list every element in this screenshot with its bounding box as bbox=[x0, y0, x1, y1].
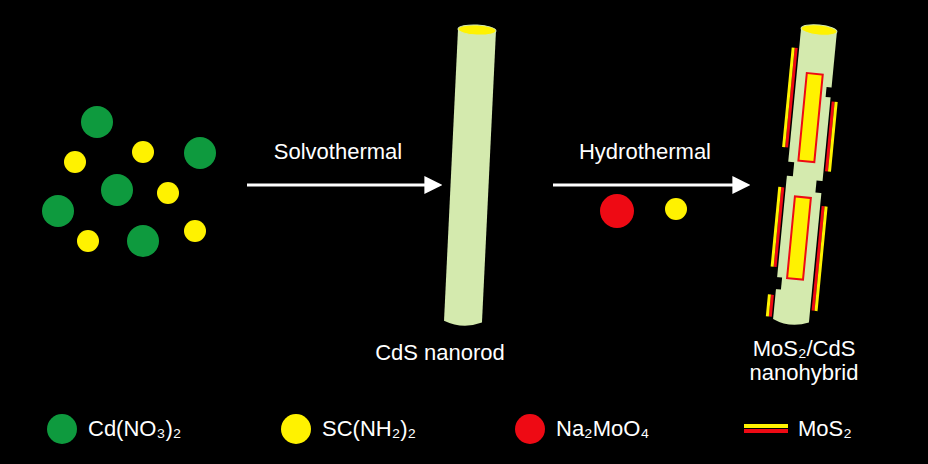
legend-text: Cd(NO₃)₂ bbox=[88, 417, 181, 441]
caption-label: MoS₂/CdS nanohybrid bbox=[739, 337, 869, 385]
legend-text: MoS₂ bbox=[798, 417, 852, 441]
legend-stripe bbox=[738, 412, 794, 446]
reagent-dot bbox=[600, 194, 634, 228]
process-arrow bbox=[553, 184, 736, 187]
reagent-dot bbox=[665, 198, 687, 220]
process-arrow bbox=[247, 184, 428, 187]
caption-label: Hydrothermal bbox=[545, 140, 745, 164]
precursor-mixture bbox=[42, 106, 216, 257]
caption-label: CdS nanorod bbox=[350, 341, 530, 365]
cds-nanorod bbox=[444, 24, 496, 326]
legend-text: SC(NH₂)₂ bbox=[322, 417, 416, 441]
caption-label: Solvothermal bbox=[238, 140, 438, 164]
legend-text: Na₂MoO₄ bbox=[556, 417, 649, 441]
mos2-cds-nanohybrid bbox=[767, 23, 844, 327]
